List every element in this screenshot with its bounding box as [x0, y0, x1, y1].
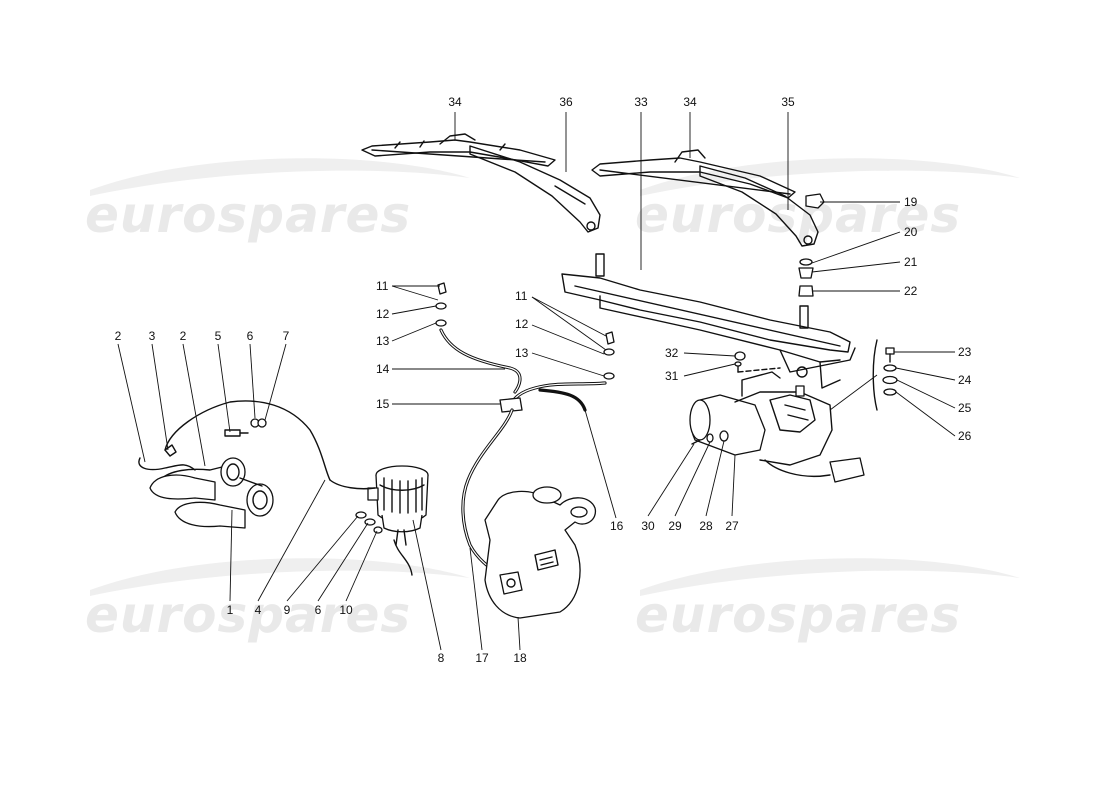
watermark-top-right: eurospares — [635, 158, 1020, 244]
callout-13-left: 13 — [376, 334, 390, 348]
callout-3: 3 — [149, 329, 156, 343]
callout-31: 31 — [665, 369, 679, 383]
callout-13-right: 13 — [515, 346, 529, 360]
callout-7: 7 — [283, 329, 290, 343]
wiper-linkage-frame — [561, 253, 856, 389]
leader-lines — [117, 112, 956, 651]
callout-34-left: 34 — [448, 95, 462, 109]
callout-8: 8 — [438, 651, 445, 665]
wiper-spindle-parts — [798, 193, 825, 297]
callout-11-right: 11 — [515, 289, 528, 303]
left-wiper-blade — [361, 133, 556, 167]
svg-text:eurospares: eurospares — [635, 186, 961, 244]
callout-1: 1 — [227, 603, 234, 617]
washer-reservoir — [484, 486, 597, 619]
horn-wiring — [138, 400, 376, 490]
callout-4: 4 — [255, 603, 262, 617]
callout-19: 19 — [904, 195, 918, 209]
callout-32: 32 — [665, 346, 679, 360]
callout-24: 24 — [958, 373, 972, 387]
watermark-top-left: eurospares — [85, 158, 470, 244]
callout-12-left: 12 — [376, 307, 390, 321]
washer-jets-and-hoses — [435, 282, 615, 577]
callout-14: 14 — [376, 362, 390, 376]
motor-mount-hardware — [872, 339, 898, 411]
callout-labels: 34 36 33 34 35 19 20 21 22 11 12 13 14 1… — [115, 95, 972, 665]
callout-36: 36 — [559, 95, 573, 109]
callout-28: 28 — [699, 519, 713, 533]
wiper-motor — [689, 363, 865, 483]
callout-9: 9 — [284, 603, 291, 617]
callout-35: 35 — [781, 95, 795, 109]
callout-21: 21 — [904, 255, 918, 269]
callout-2-left: 2 — [115, 329, 122, 343]
callout-30: 30 — [641, 519, 655, 533]
callout-23: 23 — [958, 345, 972, 359]
left-wiper-arm — [469, 145, 601, 233]
watermark-bottom-left: eurospares — [85, 558, 470, 644]
callout-29: 29 — [668, 519, 682, 533]
callout-33: 33 — [634, 95, 648, 109]
callout-11-left: 11 — [376, 279, 389, 293]
callout-12-right: 12 — [515, 317, 529, 331]
svg-text:eurospares: eurospares — [85, 586, 411, 644]
callout-26: 26 — [958, 429, 972, 443]
callout-2-right: 2 — [180, 329, 187, 343]
horn-assembly — [149, 457, 274, 529]
right-wiper-arm — [699, 165, 819, 247]
callout-5: 5 — [215, 329, 222, 343]
callout-18: 18 — [513, 651, 527, 665]
callout-15: 15 — [376, 397, 390, 411]
callout-20: 20 — [904, 225, 918, 239]
svg-text:eurospares: eurospares — [635, 586, 961, 644]
callout-22: 22 — [904, 284, 918, 298]
callout-10: 10 — [339, 603, 353, 617]
callout-27: 27 — [725, 519, 739, 533]
callout-6-top: 6 — [247, 329, 254, 343]
callout-25: 25 — [958, 401, 972, 415]
svg-text:eurospares: eurospares — [85, 186, 411, 244]
motor-fasteners — [691, 351, 746, 445]
callout-16: 16 — [610, 519, 624, 533]
callout-17: 17 — [475, 651, 489, 665]
watermark-bottom-right: eurospares — [635, 558, 1020, 644]
callout-6-bottom: 6 — [315, 603, 322, 617]
washer-pump — [367, 465, 429, 576]
callout-34-right: 34 — [683, 95, 697, 109]
